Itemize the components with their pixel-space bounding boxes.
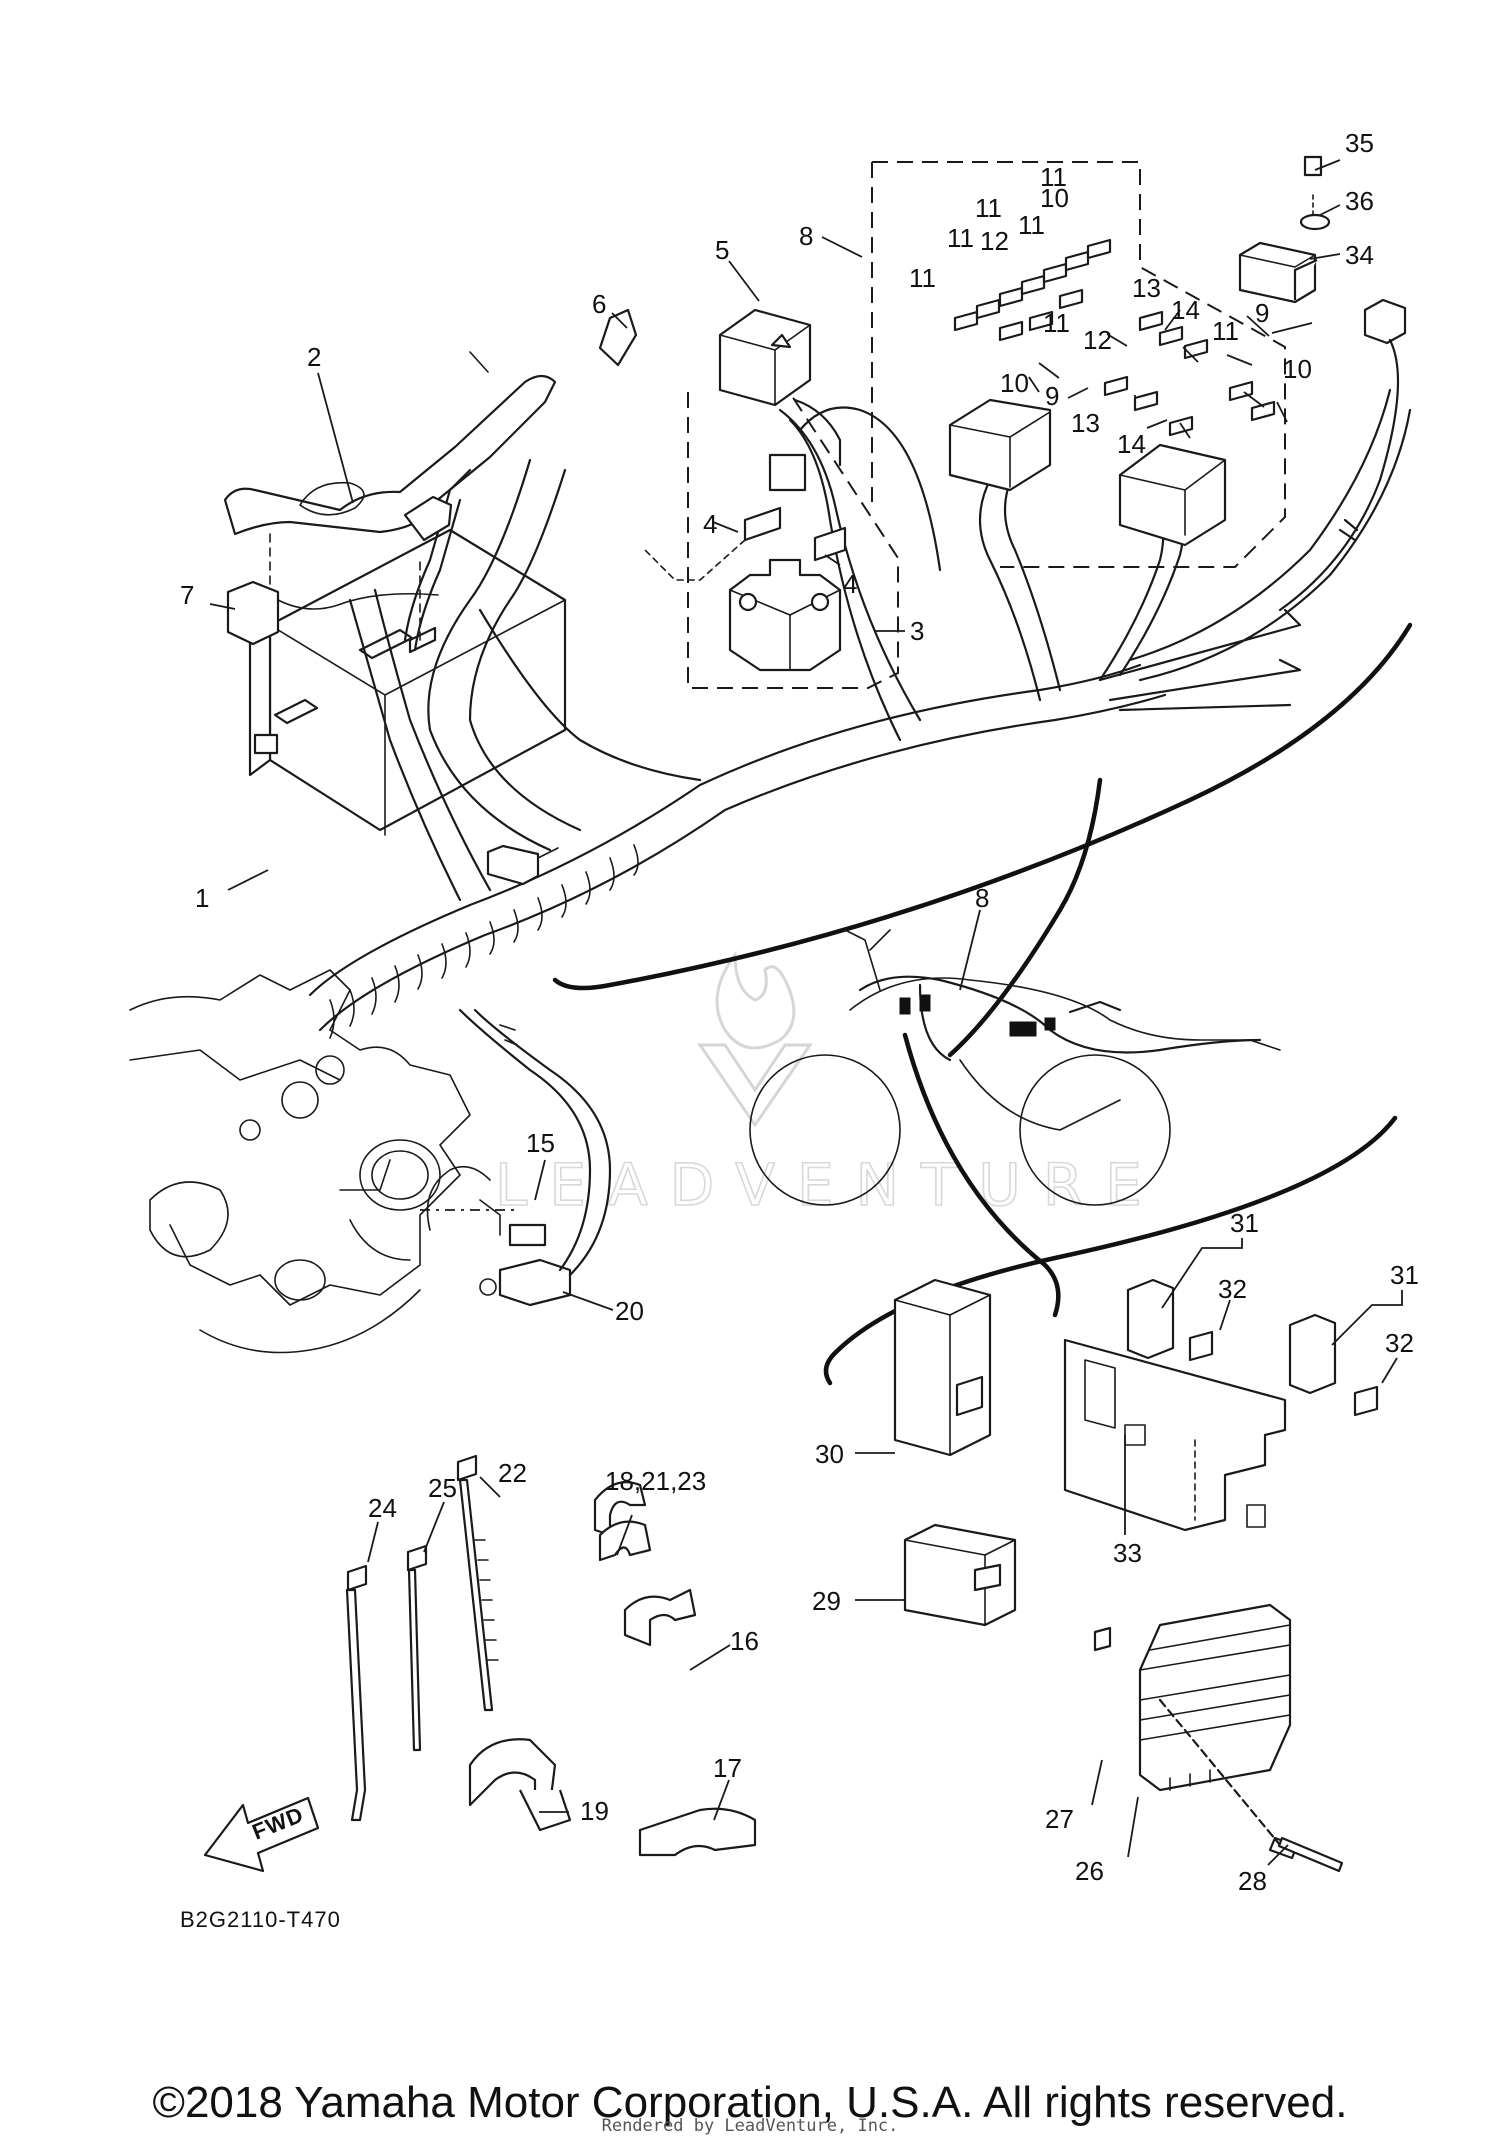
- callout-8b: 8: [975, 883, 989, 913]
- callout-36: 36: [1345, 186, 1374, 216]
- callout-31a: 31: [1230, 1208, 1259, 1238]
- callout-1: 1: [195, 883, 209, 913]
- callout-28: 28: [1238, 1866, 1267, 1896]
- callout-13b: 13: [1071, 408, 1100, 438]
- callout-19: 19: [580, 1796, 609, 1826]
- callout-25: 25: [428, 1473, 457, 1503]
- sensor: [458, 1008, 612, 1307]
- callout-11b: 11: [975, 193, 1002, 223]
- callout-10a: 10: [1040, 183, 1069, 213]
- callout-30: 30: [815, 1439, 844, 1469]
- callout-12a: 12: [980, 226, 1009, 256]
- callout-11f: 11: [1043, 308, 1070, 338]
- callout-7: 7: [180, 580, 194, 610]
- leader-lines: [209, 159, 1403, 1866]
- callout-32a: 32: [1218, 1274, 1247, 1304]
- spiral-wrap: [329, 844, 639, 1039]
- callouts: 1 2 3 4 4 5 6 7 8 8 9 9 10 10 10 11 11 1…: [180, 128, 1419, 1896]
- callout-34: 34: [1345, 240, 1374, 270]
- callout-11g: 11: [1212, 316, 1239, 346]
- rendered-by-credit: Rendered by LeadVenture, Inc.: [601, 2116, 899, 2136]
- engine-block: [129, 969, 520, 1354]
- callout-3: 3: [910, 616, 924, 646]
- fuse-set: [953, 238, 1276, 437]
- harness-clamps: [468, 1481, 757, 1857]
- starter-relay-group: [644, 389, 899, 689]
- callout-20: 20: [615, 1296, 644, 1326]
- callout-2: 2: [307, 342, 321, 372]
- watermark: LEADVENTURE: [494, 950, 1164, 1220]
- callout-33: 33: [1113, 1538, 1142, 1568]
- callout-10c: 10: [1283, 354, 1312, 384]
- callout-26: 26: [1075, 1856, 1104, 1886]
- callout-11d: 11: [909, 263, 936, 293]
- callout-11e: 11: [1018, 210, 1045, 240]
- copyright-notice: ©2018 Yamaha Motor Corporation, U.S.A. A…: [152, 2078, 1348, 2127]
- callout-16: 16: [730, 1626, 759, 1656]
- callout-12b: 12: [1083, 325, 1112, 355]
- terminal-cover: [226, 580, 439, 646]
- callout-10b: 10: [1000, 368, 1029, 398]
- rectifier-regulator: [1093, 1603, 1344, 1873]
- callout-5: 5: [715, 235, 729, 265]
- callout-15: 15: [526, 1128, 555, 1158]
- flasher-relay: [1238, 155, 1407, 612]
- callout-4b: 4: [843, 569, 857, 599]
- callout-11a: 11: [1040, 162, 1067, 192]
- control-units: [893, 1278, 1379, 1627]
- callout-17: 17: [713, 1753, 742, 1783]
- motorcycle-outline: [749, 929, 1281, 1206]
- callout-6: 6: [592, 289, 606, 319]
- drawing-code: B2G2110-T470: [180, 1907, 341, 1932]
- callout-22: 22: [498, 1458, 527, 1488]
- callout-31b: 31: [1390, 1260, 1419, 1290]
- battery-strap: [223, 351, 557, 536]
- relay: [718, 308, 942, 572]
- callout-4a: 4: [703, 509, 717, 539]
- callout-29: 29: [812, 1586, 841, 1616]
- callout-8a: 8: [799, 221, 813, 251]
- fuse-box-group: [871, 161, 1286, 568]
- callout-14b: 14: [1117, 429, 1146, 459]
- callout-18-21-23: 18,21,23: [605, 1466, 706, 1496]
- battery: [248, 528, 567, 836]
- fwd-arrow: FWD: [203, 1796, 320, 1873]
- callout-24: 24: [368, 1493, 397, 1523]
- wire-harness: [308, 308, 1412, 1039]
- callout-14a: 14: [1171, 295, 1200, 325]
- callout-11c: 11: [947, 223, 974, 253]
- callout-13a: 13: [1132, 273, 1161, 303]
- callout-35: 35: [1345, 128, 1374, 158]
- callout-27: 27: [1045, 1804, 1074, 1834]
- callout-9a: 9: [1255, 298, 1269, 328]
- watermark-text: LEADVENTURE: [495, 1151, 1164, 1219]
- callout-9b: 9: [1045, 381, 1059, 411]
- detail-dividers: [552, 622, 1413, 1386]
- callout-32b: 32: [1385, 1328, 1414, 1358]
